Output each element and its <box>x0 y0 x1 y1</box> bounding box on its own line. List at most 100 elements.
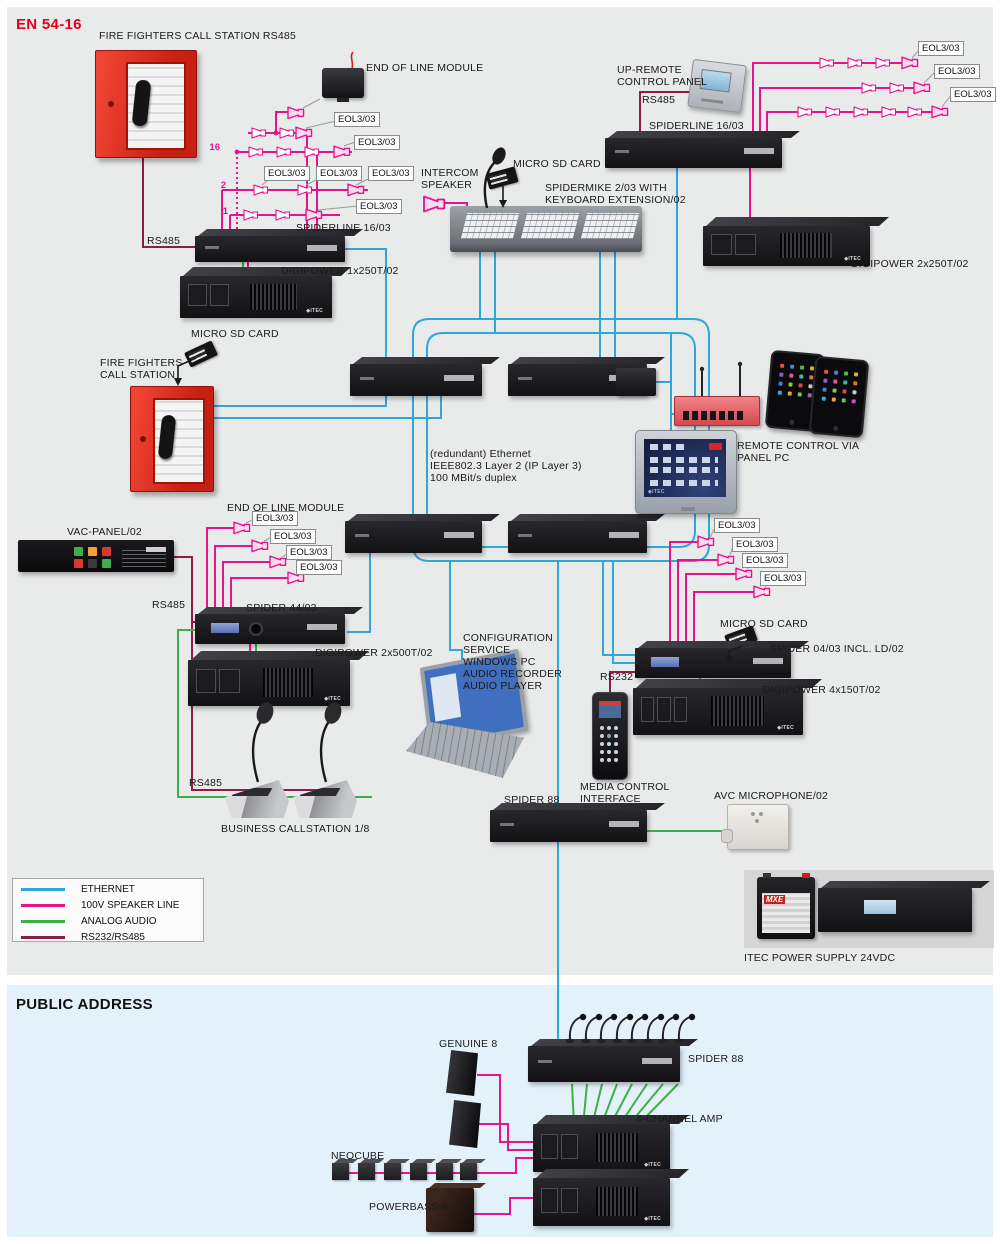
digipower-2x500-amp: ◆ITEC <box>188 660 350 706</box>
eol-tag: EOL3/03 <box>760 571 806 586</box>
fire-fighters-call-station-rs485-box <box>95 50 197 158</box>
vac-red-button <box>74 559 83 568</box>
legend-swatch-100v <box>21 903 65 907</box>
eol-tag: EOL3/03 <box>270 529 316 544</box>
panel-pc: ◆ITEC <box>635 430 737 514</box>
fire-box-window <box>153 398 205 484</box>
eol-tag: EOL3/03 <box>286 545 332 560</box>
label-rs485-bottom: RS485 <box>189 777 223 789</box>
amp-vent <box>249 283 298 310</box>
four-channel-amp-2: ◆ITEC <box>533 1178 670 1226</box>
rack-badge <box>609 820 639 827</box>
vac-red-button <box>102 547 111 556</box>
label-remote-panel-pc: REMOTE CONTROL VIA PANEL PC <box>737 440 860 464</box>
label-digipower-1x250: DIGIPOWER 1x250T/02 <box>281 265 399 277</box>
digipower-4x150-amp: ◆ITEC <box>633 688 803 735</box>
itec-logo: ◆ITEC <box>844 256 861 262</box>
eol-tag: EOL3/03 <box>732 537 778 552</box>
label-spidermike: SPIDERMIKE 2/03 WITH KEYBOARD EXTENSION/… <box>545 182 686 206</box>
four-channel-amp-1: ◆ITEC <box>533 1124 670 1172</box>
network-rack-top-left <box>350 364 482 396</box>
amp-vent <box>711 696 764 726</box>
label-spider88-pa: SPIDER 88 <box>688 1053 744 1065</box>
tablet-device <box>808 355 870 439</box>
keyhole <box>108 101 114 107</box>
eol-tag: EOL3/03 <box>934 64 980 79</box>
eol-tag: EOL3/03 <box>354 135 400 150</box>
keyboard-keys <box>580 213 640 239</box>
rack-display <box>205 246 219 250</box>
legend-swatch-analog <box>21 919 65 923</box>
amp-controls <box>188 284 230 307</box>
eol-tag: EOL3/03 <box>918 41 964 56</box>
legend-label-rsbus: RS232/RS485 <box>81 931 145 943</box>
fire-fighters-call-station-box <box>130 386 214 492</box>
label-micro-sd-left: MICRO SD CARD <box>191 328 279 340</box>
psu-rack <box>818 888 972 932</box>
itec-logo: ◆ITEC <box>324 696 341 702</box>
label-ff-callstation-rs485: FIRE FIGHTERS CALL STATION RS485 <box>99 30 296 42</box>
label-up-remote: UP-REMOTE CONTROL PANEL <box>617 64 708 88</box>
label-powerbass8: POWERBASS 8 <box>369 1201 448 1213</box>
legend-label-analog: ANALOG AUDIO <box>81 915 157 927</box>
battery-label: MXE <box>762 893 810 933</box>
interface-module-box <box>616 368 656 396</box>
panel-pc-buttons <box>650 457 718 463</box>
network-rack-bottom-left <box>345 521 482 553</box>
windows-pc-laptop <box>406 648 529 788</box>
label-spiderline-right: SPIDERLINE 16/03 <box>649 120 744 132</box>
genuine8-speaker <box>449 1100 481 1148</box>
label-micro-sd-top: MICRO SD CARD <box>513 158 601 170</box>
label-neocube: NEOCUBE <box>331 1150 385 1162</box>
eol-tag: EOL3/03 <box>714 518 760 533</box>
itec-logo: ◆ITEC <box>644 1216 661 1222</box>
neocube-speaker <box>332 1163 349 1180</box>
avc-microphone-box <box>721 804 789 850</box>
neocube-speaker <box>384 1163 401 1180</box>
vac-green-button <box>74 547 83 556</box>
amp-controls <box>711 234 757 255</box>
rack-badge <box>744 148 774 155</box>
eol-tag: EOL3/03 <box>334 112 380 127</box>
rack-display <box>518 533 532 537</box>
neocube-speaker <box>436 1163 453 1180</box>
spider-88-rack-mid <box>490 810 647 842</box>
rack-display <box>651 657 679 667</box>
amp-controls <box>641 697 687 722</box>
label-rs485-left: RS485 <box>147 235 181 247</box>
vac-badge <box>146 547 166 552</box>
neocube-speaker <box>410 1163 427 1180</box>
amp-vent <box>262 668 313 697</box>
itec-logo: ◆ITEC <box>648 489 665 495</box>
label-digipower-2x250: DIGIPOWER 2x250T/02 <box>851 258 969 270</box>
genuine8-speaker <box>446 1050 478 1096</box>
panel-pc-alarm-indicator <box>709 443 722 450</box>
label-spiderline-left: SPIDERLINE 16/03 <box>296 222 391 234</box>
label-spider88-mid: SPIDER 88 <box>504 794 560 806</box>
rack-badge <box>307 244 337 251</box>
network-rack-bottom-right <box>508 521 647 553</box>
label-ethernet-note: (redundant) Ethernet IEEE802.3 Layer 2 (… <box>430 448 582 484</box>
label-vac-panel: VAC-PANEL/02 <box>67 526 142 538</box>
legend-label-ethernet: ETHERNET <box>81 883 135 895</box>
label-business-callstation: BUSINESS CALLSTATION 1/8 <box>221 823 370 835</box>
spider-04-rack <box>635 648 791 678</box>
battery-logo: MXE <box>764 895 786 904</box>
legend: ETHERNET 100V SPEAKER LINE ANALOG AUDIO … <box>12 878 204 943</box>
label-eol-module: END OF LINE MODULE <box>366 62 484 74</box>
vac-text-lines <box>122 547 166 567</box>
panel-pc-buttons <box>650 480 718 486</box>
label-media-control: MEDIA CONTROL INTERFACE <box>580 781 670 805</box>
label-digipower-2x500: DIGIPOWER 2x500T/02 <box>315 647 433 659</box>
itec-logo: ◆ITEC <box>777 725 794 731</box>
amp-vent <box>596 1186 639 1217</box>
eol-tag: EOL3/03 <box>252 511 298 526</box>
rack-badge <box>444 531 474 538</box>
label-itec-psu: ITEC POWER SUPPLY 24VDC <box>744 952 896 964</box>
vac-green-button <box>102 559 111 568</box>
line-number-16: 16 <box>209 142 220 153</box>
rack-display <box>211 623 239 633</box>
itec-logo: ◆ITEC <box>306 308 323 314</box>
eol-tag: EOL3/03 <box>368 166 414 181</box>
